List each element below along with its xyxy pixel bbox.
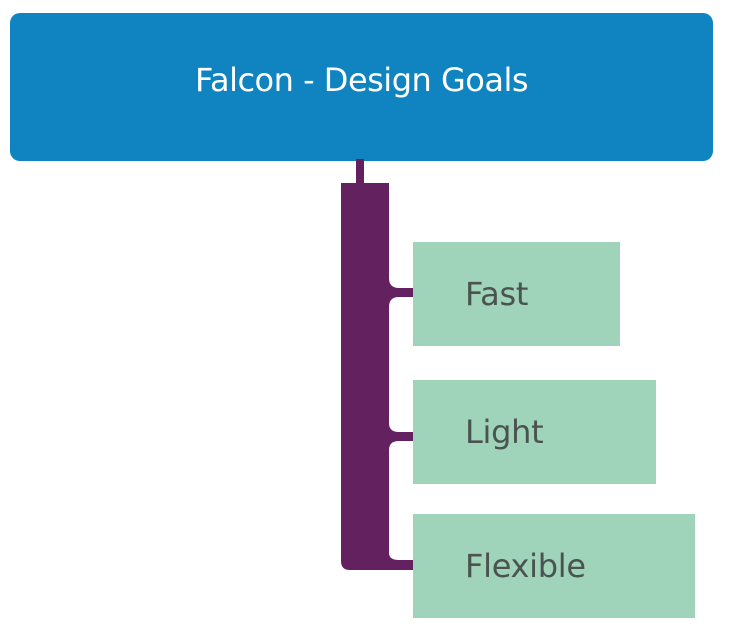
goal-label: Light bbox=[465, 413, 544, 451]
goal-node-flexible: Flexible bbox=[413, 514, 695, 618]
goal-label: Flexible bbox=[465, 547, 586, 585]
root-stem bbox=[356, 159, 364, 185]
goal-node-light: Light bbox=[413, 380, 656, 484]
root-node-title: Falcon - Design Goals bbox=[194, 61, 529, 99]
root-node: Falcon - Design Goals bbox=[10, 13, 713, 161]
goal-node-fast: Fast bbox=[413, 242, 620, 346]
trunk-connector bbox=[341, 183, 413, 570]
goal-label: Fast bbox=[465, 275, 529, 313]
